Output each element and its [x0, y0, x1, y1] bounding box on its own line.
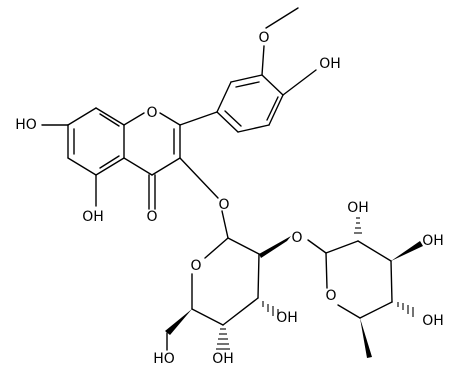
atom-oh-rha3: OH [422, 233, 444, 249]
bond-c2-c1p [179, 111, 218, 126]
c-ring [123, 112, 181, 176]
atom-o-methoxy: O [258, 30, 269, 46]
a-ring [67, 107, 125, 176]
wedge-c6 [165, 309, 192, 335]
bond-c4p-oh [282, 69, 317, 96]
atom-oh-glc6: HO [153, 351, 175, 367]
atom-o-glycosidic-link: O [291, 230, 302, 246]
atom-o-rhamnose-ring: O [325, 288, 336, 304]
atom-oh-glc3: OH [276, 310, 298, 326]
atom-o-carbonyl: O [146, 209, 157, 225]
b-ring [216, 74, 284, 133]
atom-oh-rha4: OH [422, 313, 444, 329]
hash-c3-oh [262, 301, 279, 319]
bond-c3p-o [261, 45, 265, 76]
atom-oh-rha2: OH [347, 200, 369, 216]
atom-o-ring1: O [146, 105, 157, 121]
atom-oh-7: HO [15, 117, 37, 133]
glucose-ring [191, 210, 260, 326]
bond-o-ch3 [265, 7, 299, 29]
atom-o-3: O [218, 197, 229, 213]
hash-c4-oh [216, 328, 230, 350]
atom-oh-4prime: OH [319, 56, 341, 72]
hash-c2r-oh [354, 217, 362, 234]
wedge-c3r-oh [391, 241, 423, 261]
atom-oh-5: OH [82, 209, 104, 225]
wedge-c5-ch3 [360, 318, 372, 358]
wedge-c2-olink [259, 236, 291, 258]
atom-o-glucose-ring: O [190, 258, 201, 274]
rhamnose-ring [307, 239, 393, 319]
atom-oh-glc4: OH [212, 351, 234, 367]
hash-c4r-oh [397, 302, 414, 317]
bond-c3-o [179, 157, 219, 199]
